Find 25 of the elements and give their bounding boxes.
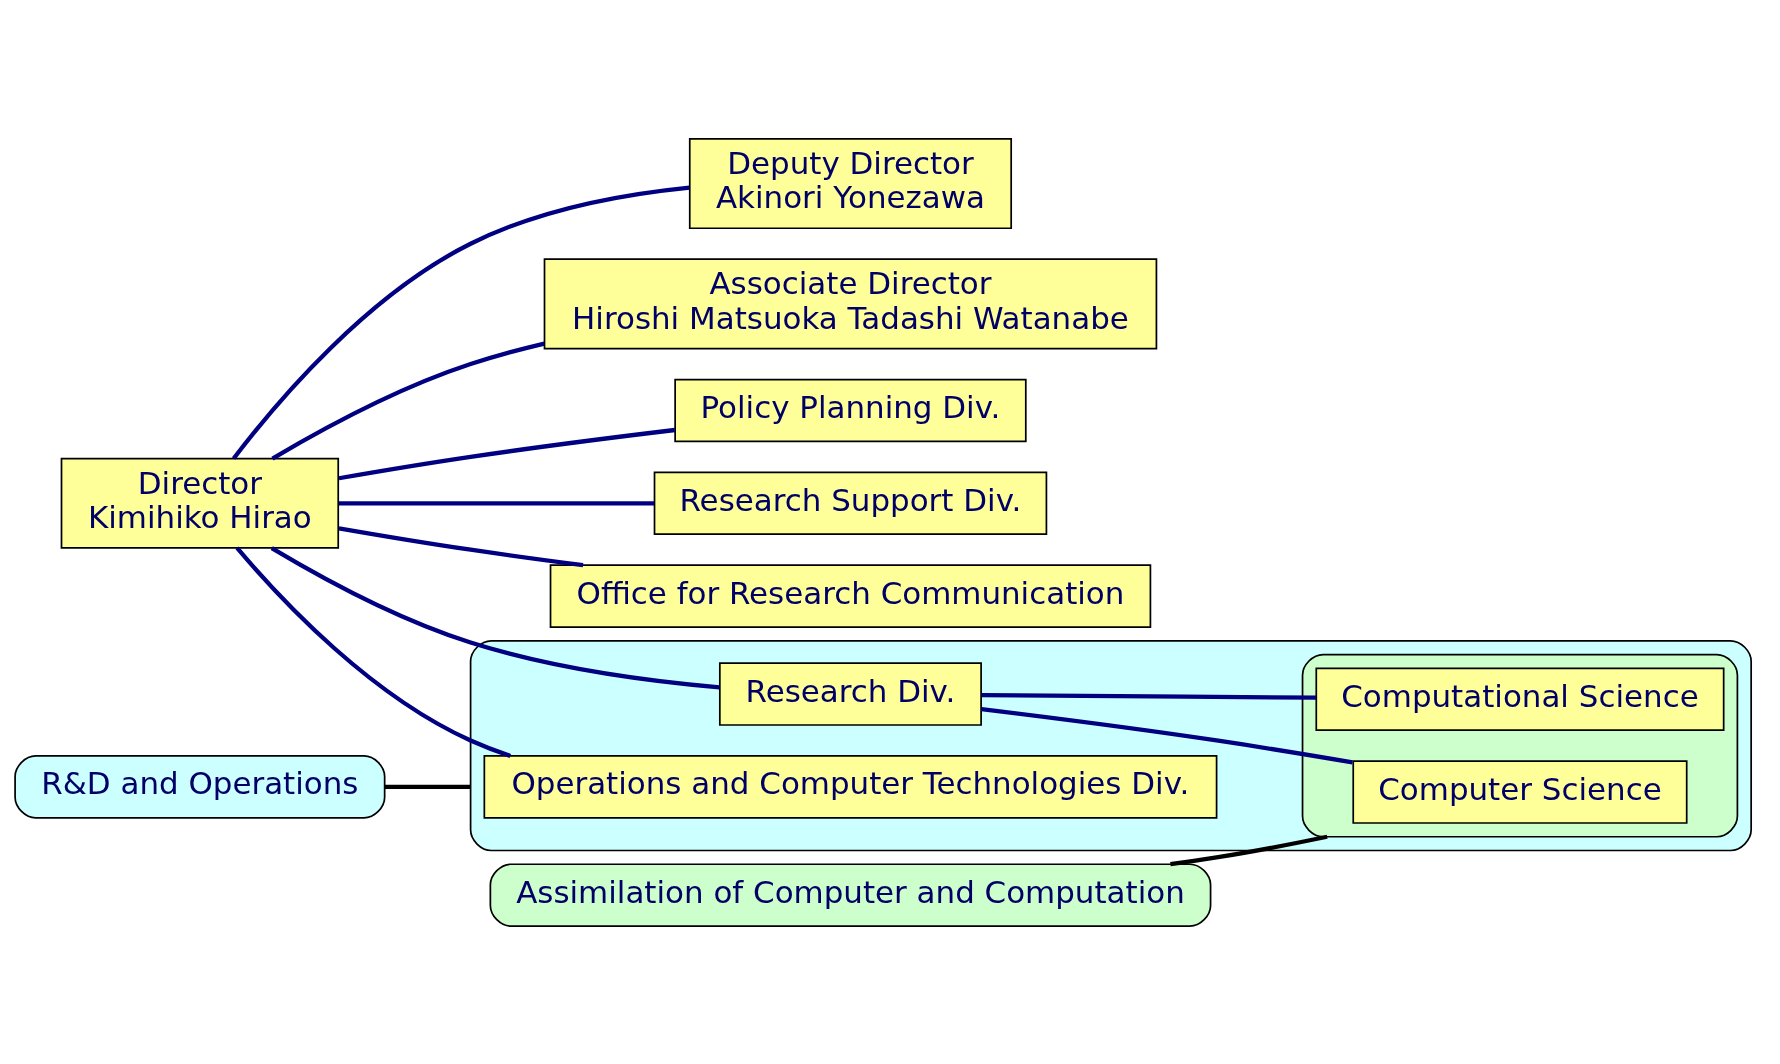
connector bbox=[338, 525, 584, 567]
cluster bbox=[469, 639, 1752, 851]
connector bbox=[235, 546, 511, 758]
node-box: Computer Science bbox=[1352, 759, 1688, 824]
node-box: Deputy Director Akinori Yonezawa bbox=[688, 137, 1013, 229]
node-box: Office for Research Communication bbox=[549, 563, 1152, 628]
node-box: Research Div. bbox=[718, 661, 982, 726]
node-box: Associate Director Hiroshi Matsuoka Tadashi Watanabe bbox=[543, 257, 1158, 349]
node-box: Computational Science bbox=[1315, 666, 1725, 731]
connector bbox=[1170, 834, 1328, 866]
connector bbox=[981, 692, 1316, 700]
node-box: R&D and Operations bbox=[14, 754, 386, 819]
node-box: Assimilation of Computer and Computation bbox=[489, 862, 1212, 927]
connector bbox=[270, 545, 720, 690]
node-box: Policy Planning Div. bbox=[674, 378, 1027, 442]
connector bbox=[384, 784, 471, 789]
connector bbox=[231, 184, 690, 460]
connector bbox=[271, 340, 545, 460]
node-box: Operations and Computer Technologies Div. bbox=[483, 754, 1218, 819]
connector bbox=[338, 500, 654, 505]
node-box: Director Kimihiko Hirao bbox=[60, 457, 340, 549]
cluster bbox=[1301, 653, 1739, 838]
connector bbox=[981, 706, 1353, 765]
node-box: Research Support Div. bbox=[653, 470, 1048, 535]
connector bbox=[338, 427, 676, 480]
